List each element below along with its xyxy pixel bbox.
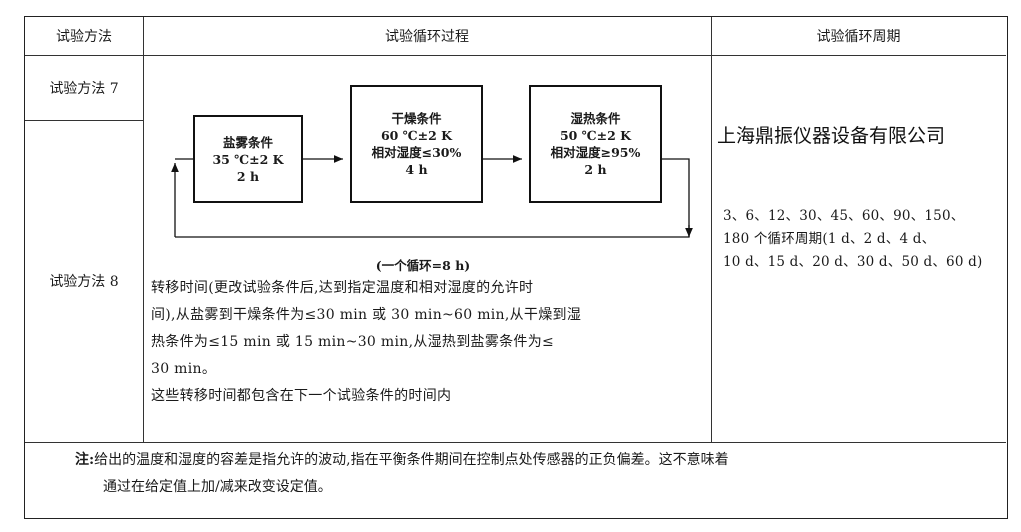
method7-divider — [25, 120, 143, 121]
note-line-1: 给出的温度和湿度的容差是指允许的波动,指在平衡条件期间在控制点处传感器的正负偏差… — [94, 452, 729, 468]
dry-humidity: 相对湿度≤30% — [371, 145, 462, 160]
note-divider — [25, 442, 1006, 443]
transfer-line-5: 这些转移时间都包含在下一个试验条件的时间内 — [151, 388, 452, 404]
cycle-line-1: 3、6、12、30、45、60、90、150、 — [723, 208, 965, 224]
salt-spray-temp: 35 ℃±2 K — [212, 151, 284, 167]
header-divider — [25, 55, 1006, 56]
cycle-diagram: 盐雾条件 35 ℃±2 K 2 h 干燥条件 60 ℃±2 K 相对湿度≤30%… — [143, 55, 711, 275]
header-cycle-process: 试验循环过程 — [385, 29, 469, 45]
transfer-line-1: 转移时间(更改试验条件后,达到指定温度和相对湿度的允许时 — [151, 280, 534, 296]
dry-condition-box: 干燥条件 60 ℃±2 K 相对湿度≤30% 4 h — [350, 85, 483, 203]
dry-title: 干燥条件 — [391, 111, 442, 126]
header-cycle-period: 试验循环周期 — [816, 29, 901, 45]
dry-duration: 4 h — [405, 162, 428, 177]
transfer-time-text: 转移时间(更改试验条件后,达到指定温度和相对湿度的允许时 间),从盐雾到干燥条件… — [151, 275, 707, 440]
note-line-2: 通过在给定值上加/减来改变设定值。 — [103, 479, 332, 495]
test-method-table: 试验方法 试验循环过程 试验循环周期 试验方法 7 试验方法 8 盐雾条件 35… — [24, 16, 1008, 519]
cycle-arrows — [171, 155, 693, 238]
damp-heat-temp: 50 ℃±2 K — [559, 128, 632, 143]
cycle-line-3: 10 d、15 d、20 d、30 d、50 d、60 d) — [723, 254, 983, 270]
row-label-method7: 试验方法 7 — [49, 80, 119, 97]
company-watermark: 上海鼎振仪器设备有限公司 — [717, 125, 946, 147]
transfer-line-3: 热条件为≤15 min 或 15 min~30 min,从湿热到盐雾条件为≤ — [151, 334, 555, 350]
col1-divider — [143, 17, 144, 442]
col3-divider — [711, 17, 712, 442]
damp-heat-duration: 2 h — [584, 162, 607, 177]
salt-spray-duration: 2 h — [236, 168, 260, 184]
salt-spray-box: 盐雾条件 35 ℃±2 K 2 h — [193, 115, 303, 203]
transfer-line-2: 间),从盐雾到干燥条件为≤30 min 或 30 min~60 min,从干燥到… — [151, 307, 582, 323]
row-label-method8: 试验方法 8 — [49, 274, 119, 290]
damp-heat-humidity: 相对湿度≥95% — [550, 145, 641, 160]
salt-spray-title: 盐雾条件 — [222, 134, 273, 150]
note-label: 注: — [75, 452, 95, 468]
cycle-label: (一个循环=8 h) — [375, 258, 471, 273]
cycle-period-text: 3、6、12、30、45、60、90、150、 180 个循环周期(1 d、2 … — [723, 205, 1005, 274]
cycle-line-2: 180 个循环周期(1 d、2 d、4 d、 — [723, 231, 936, 247]
transfer-line-4: 30 min。 — [151, 361, 217, 377]
damp-heat-box: 湿热条件 50 ℃±2 K 相对湿度≥95% 2 h — [529, 85, 662, 203]
dry-temp: 60 ℃±2 K — [380, 128, 453, 143]
damp-heat-title: 湿热条件 — [570, 111, 621, 126]
note-section: 注:给出的温度和湿度的容差是指允许的波动,指在平衡条件期间在控制点处传感器的正负… — [75, 447, 1000, 501]
header-test-method: 试验方法 — [56, 29, 112, 45]
return-loop-line — [175, 158, 690, 238]
